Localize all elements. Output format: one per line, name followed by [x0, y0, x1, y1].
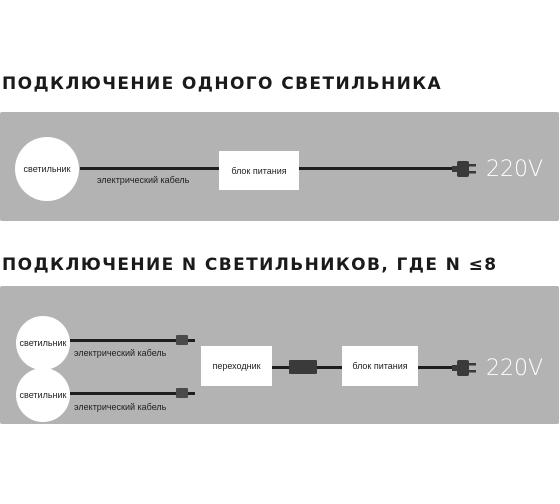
lamp: светильник: [15, 137, 79, 201]
plug-icon: [452, 360, 476, 376]
lamp-2: светильник: [16, 368, 70, 422]
adapter-label: переходник: [212, 361, 261, 371]
lamp1-connector: [176, 335, 188, 345]
adapter-box: переходник: [201, 346, 272, 386]
voltage-label: 220V: [486, 356, 544, 381]
plug-icon: [452, 161, 476, 177]
psu-plug-wire: [418, 366, 458, 369]
single-lamp-diagram: светильник электрический кабель блок пит…: [0, 112, 559, 221]
inline-connector: [289, 360, 317, 374]
lamp1-wire: [70, 339, 195, 342]
lamp-1-label: светильник: [19, 338, 67, 348]
power-supply-box: блок питания: [219, 151, 299, 190]
power-supply-label: блок питания: [352, 361, 408, 371]
lamp2-connector: [176, 388, 188, 398]
power-supply-label: блок питания: [231, 165, 287, 176]
lamp-1: светильник: [16, 316, 70, 370]
lamp-2-label: светильник: [19, 390, 67, 400]
power-supply-box: блок питания: [342, 346, 418, 386]
lamp-2-cable-label: электрический кабель: [74, 402, 167, 412]
lamp-label: светильник: [23, 164, 71, 174]
lamp2-wire: [70, 392, 195, 395]
cable-label: электрический кабель: [97, 175, 190, 185]
voltage-label: 220V: [486, 157, 544, 182]
section1-title: ПОДКЛЮЧЕНИЕ ОДНОГО СВЕТИЛЬНИКА: [2, 74, 443, 94]
section2-title: ПОДКЛЮЧЕНИЕ N СВЕТИЛЬНИКОВ, ГДЕ N ≤8: [2, 255, 498, 275]
multi-lamp-diagram: светильник электрический кабель светильн…: [0, 286, 559, 424]
lamp-1-cable-label: электрический кабель: [74, 348, 167, 358]
